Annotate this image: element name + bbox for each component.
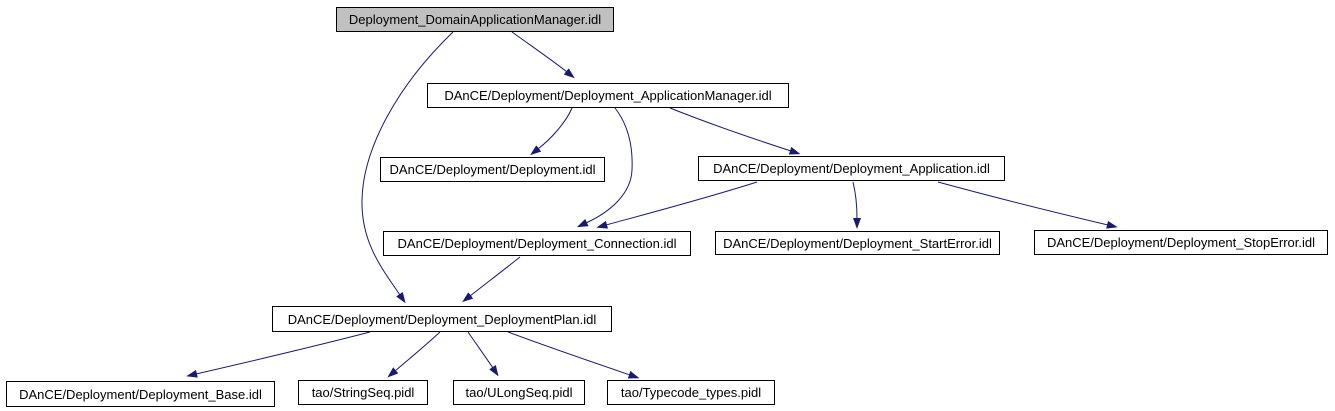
node-ulong-seq[interactable]: tao/ULongSeq.pidl	[453, 380, 585, 405]
node-base[interactable]: DAnCE/Deployment/Deployment_Base.idl	[6, 381, 275, 407]
node-application-manager[interactable]: DAnCE/Deployment/Deployment_ApplicationM…	[427, 83, 789, 108]
edge-connection-to-deployment-plan	[462, 256, 521, 303]
node-deployment-plan[interactable]: DAnCE/Deployment/Deployment_DeploymentPl…	[272, 306, 612, 332]
edge-domain-application-manager-to-deployment-plan	[361, 31, 454, 304]
node-typecode-types[interactable]: tao/Typecode_types.pidl	[607, 380, 775, 405]
node-stop-error[interactable]: DAnCE/Deployment/Deployment_StopError.id…	[1034, 230, 1328, 255]
edge-application-manager-to-connection	[576, 107, 633, 228]
node-domain-application-manager[interactable]: Deployment_DomainApplicationManager.idl	[336, 7, 614, 32]
edge-application-to-connection	[596, 181, 758, 229]
edge-deployment-plan-to-string-seq	[387, 331, 441, 378]
edge-deployment-plan-to-typecode-types	[507, 331, 640, 379]
edge-application-manager-to-application	[669, 107, 801, 155]
edge-application-to-stop-error	[937, 181, 1118, 229]
node-application[interactable]: DAnCE/Deployment/Deployment_Application.…	[698, 156, 1005, 181]
edge-domain-application-manager-to-application-manager	[511, 31, 575, 79]
edge-application-to-start-error	[852, 181, 861, 229]
node-start-error[interactable]: DAnCE/Deployment/Deployment_StartError.i…	[715, 231, 1000, 255]
node-deployment[interactable]: DAnCE/Deployment/Deployment.idl	[380, 157, 605, 182]
node-string-seq[interactable]: tao/StringSeq.pidl	[298, 380, 428, 405]
edge-deployment-plan-to-base	[186, 331, 371, 378]
edge-deployment-plan-to-ulong-seq	[467, 331, 499, 377]
node-connection[interactable]: DAnCE/Deployment/Deployment_Connection.i…	[383, 231, 691, 256]
edge-application-manager-to-deployment	[530, 107, 573, 156]
